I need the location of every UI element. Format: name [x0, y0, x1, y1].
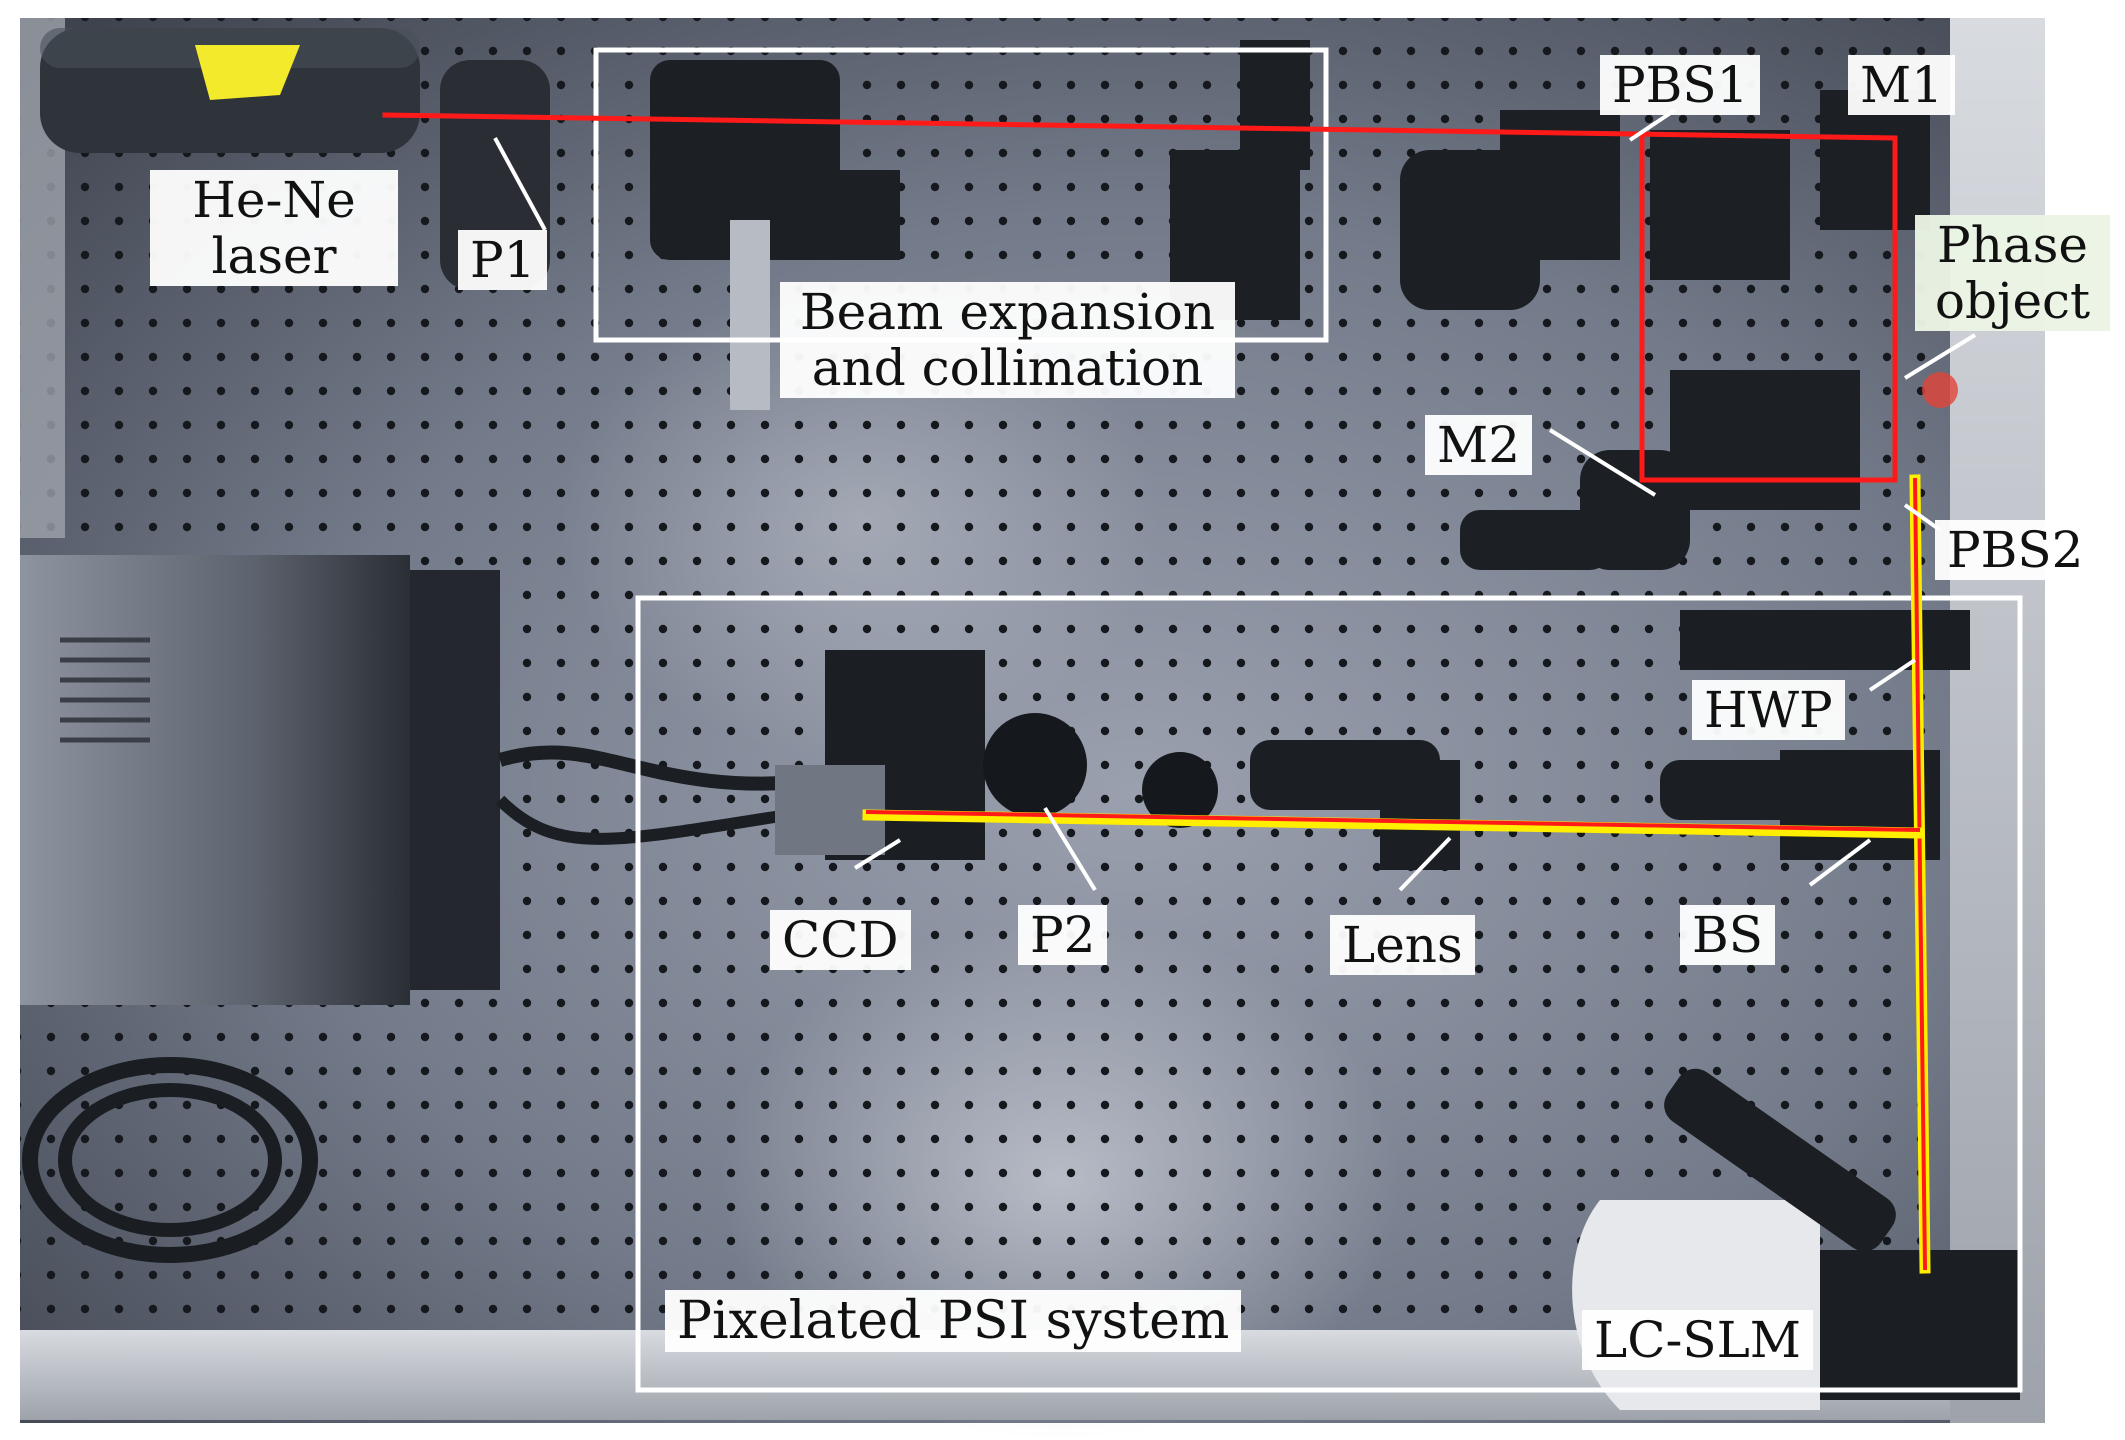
controller-box	[20, 555, 821, 1263]
label-phase-object: Phase object	[1915, 215, 2110, 331]
label-hene-laser-line2: laser	[211, 227, 337, 285]
label-hwp: HWP	[1692, 680, 1845, 740]
label-m1: M1	[1848, 55, 1956, 115]
reference-beam	[382, 112, 1898, 483]
hene-laser	[40, 28, 420, 153]
laser-warning-sticker	[195, 45, 300, 100]
output-beam-yellow	[862, 809, 1924, 839]
label-hene-laser: He-Ne laser	[150, 170, 398, 286]
output-beam-red	[865, 809, 1921, 833]
beam-expander-mounts	[440, 40, 1310, 410]
lc-slm-body	[1820, 1250, 2020, 1400]
label-phase-object-line1: Phase	[1937, 216, 2088, 274]
object-beam-red	[1912, 477, 1928, 1271]
label-phase-object-line2: object	[1934, 272, 2091, 330]
label-m2: M2	[1425, 415, 1533, 475]
beam-paths	[382, 112, 1931, 1274]
label-beam-expansion-line1: Beam expansion	[799, 283, 1216, 341]
label-psi-system: Pixelated PSI system	[665, 1290, 1242, 1353]
label-pbs1: PBS1	[1600, 55, 1761, 115]
psi-system-box	[635, 595, 2023, 1393]
label-lens: Lens	[1330, 915, 1475, 975]
label-beam-expansion: Beam expansion and collimation	[780, 282, 1235, 398]
label-p2: P2	[1018, 905, 1108, 965]
label-hene-laser-line1: He-Ne	[192, 171, 356, 229]
label-lc-slm: LC-SLM	[1582, 1310, 1814, 1370]
label-pbs2: PBS2	[1935, 520, 2096, 580]
leader-lines	[493, 108, 1977, 892]
label-p1: P1	[458, 230, 548, 290]
label-bs: BS	[1680, 905, 1775, 965]
label-beam-expansion-line2: and collimation	[811, 339, 1204, 397]
label-ccd: CCD	[770, 910, 911, 970]
